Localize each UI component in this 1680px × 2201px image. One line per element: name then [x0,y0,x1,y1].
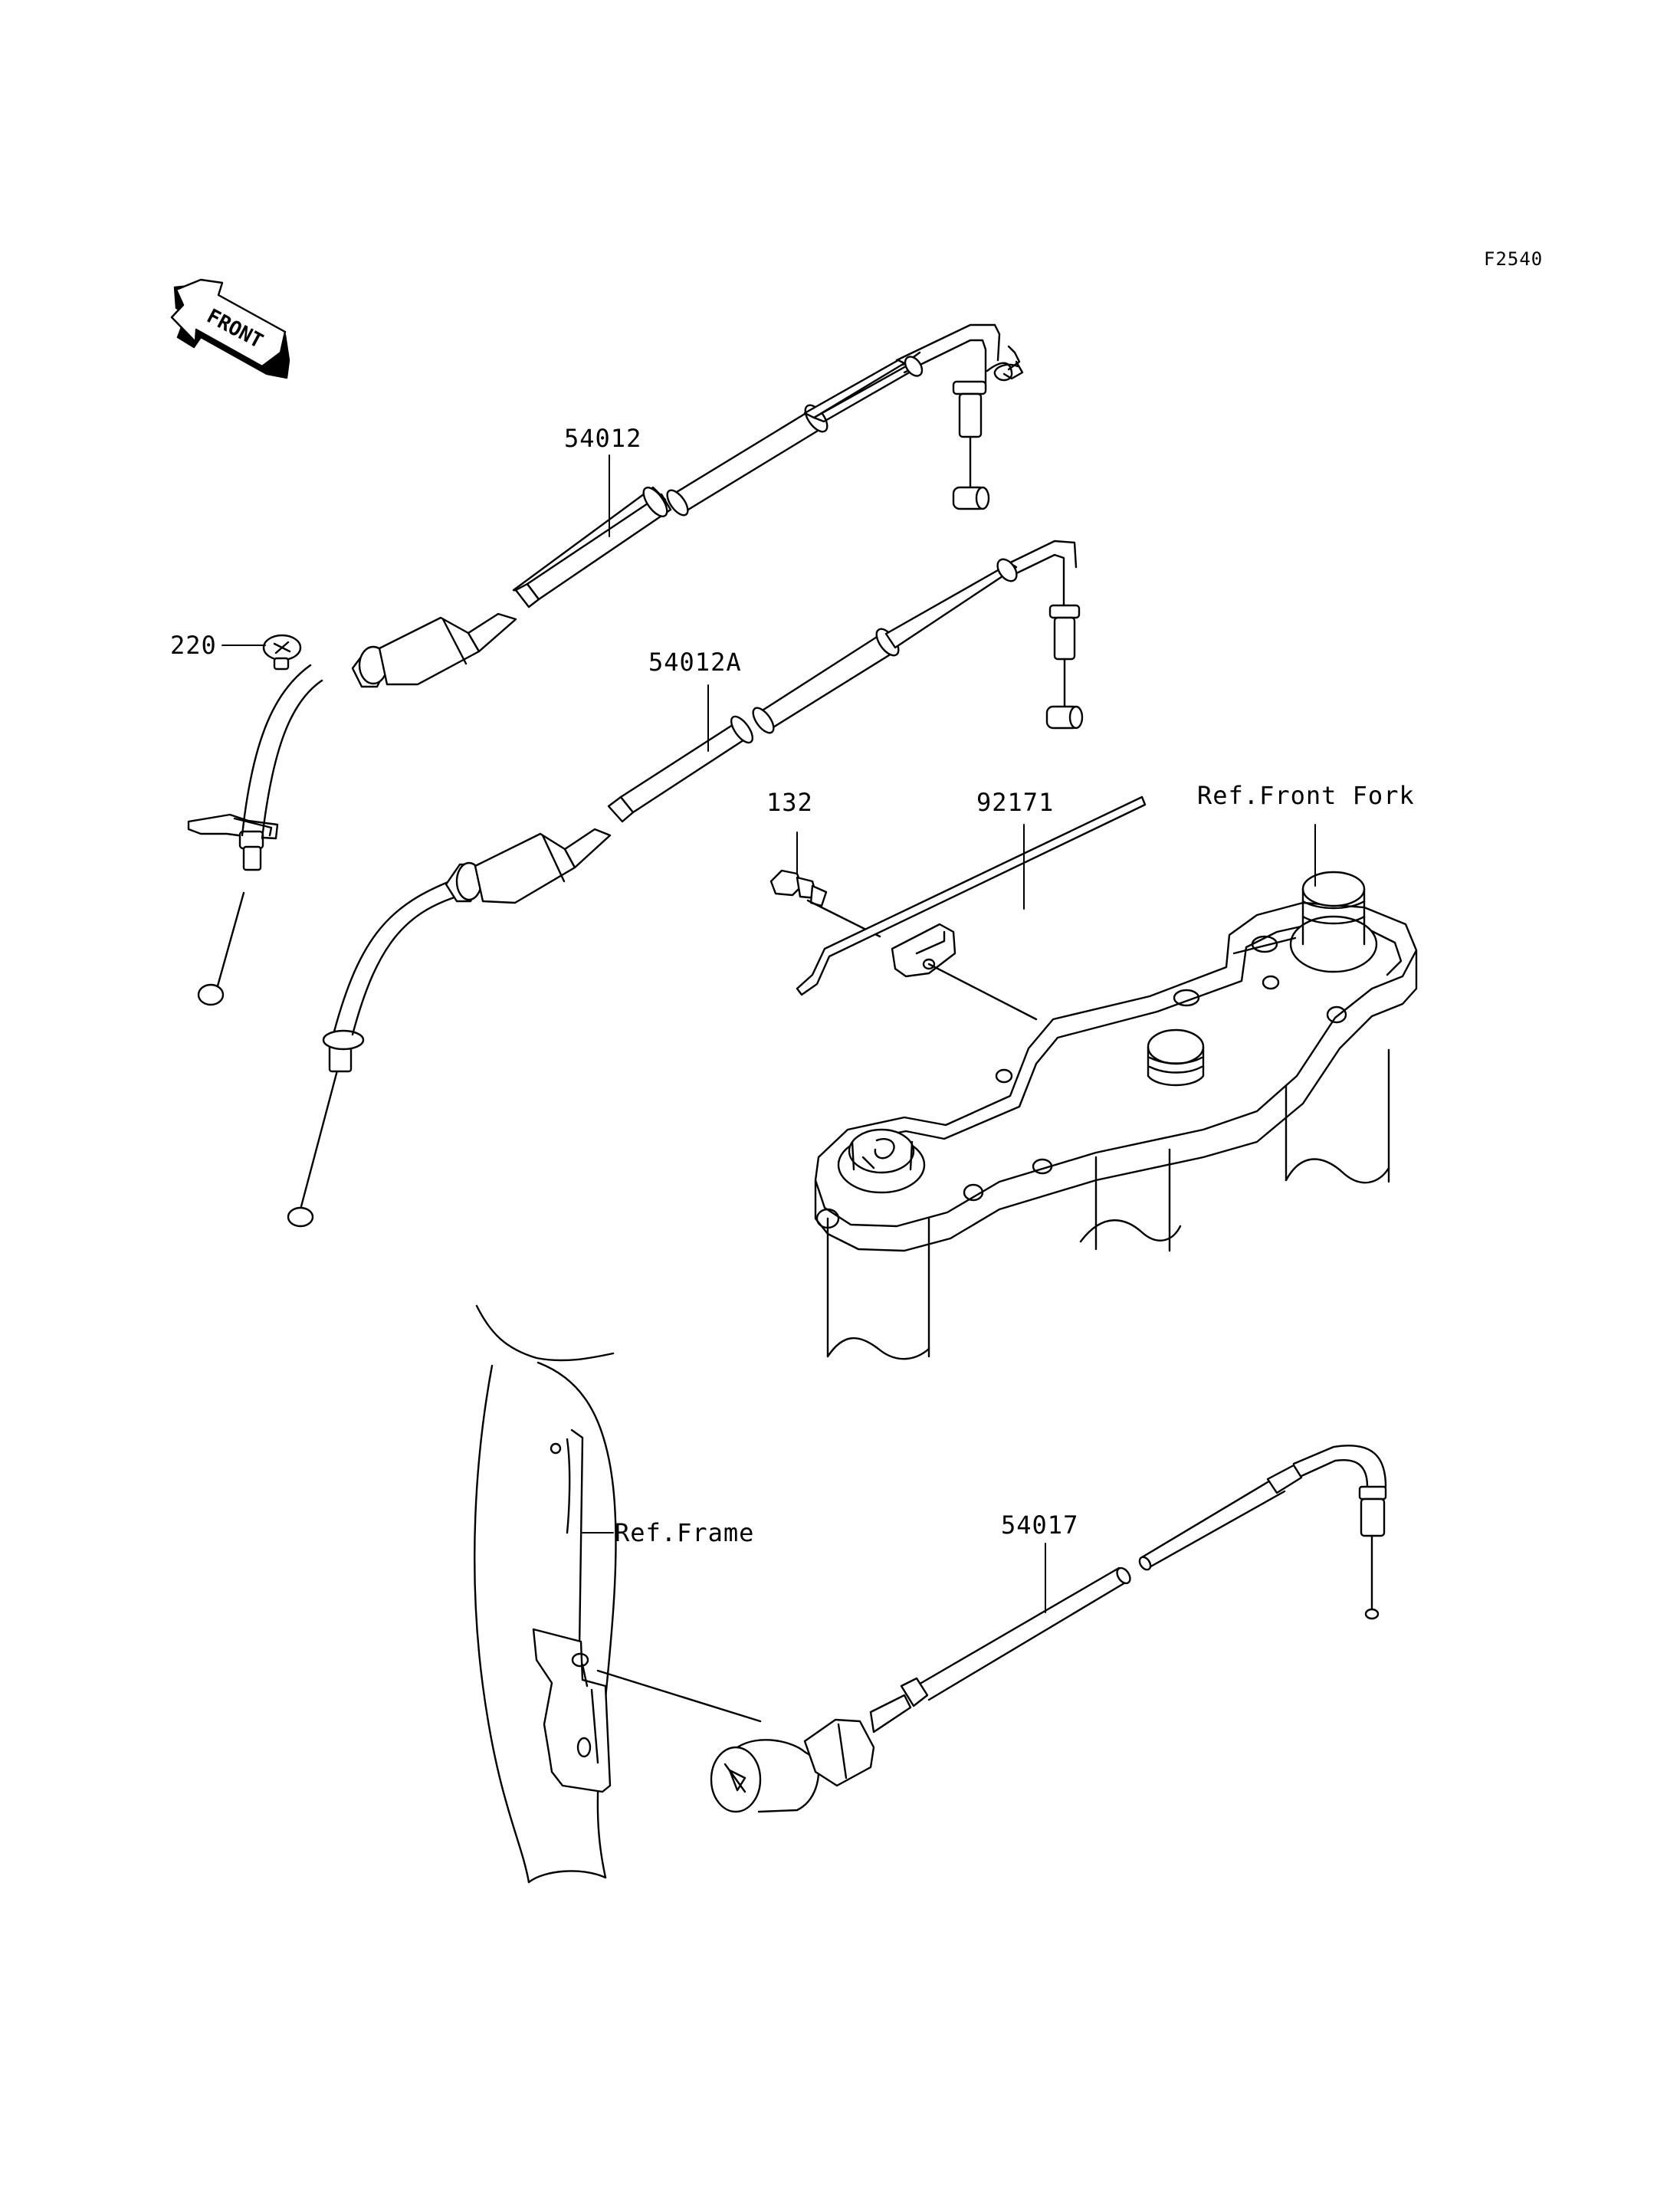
callout-54012: 54012 [564,424,642,453]
callout-54017: 54017 [1001,1511,1079,1540]
callout-220: 220 [170,631,217,660]
front-arrow-icon: FRONT [170,278,290,379]
callout-54012a: 54012A [648,648,742,677]
frame-part [474,1304,762,1884]
callout-ref-front-fork: Ref.Front Fork [1197,781,1415,810]
clamp-part [796,795,1147,1021]
front-fork-triple-clamp [814,871,1418,1360]
callout-92171: 92171 [976,788,1055,817]
figure-code: F2540 [1484,248,1544,270]
choke-cable [710,1445,1387,1813]
callout-ref-frame: Ref.Frame [615,1518,755,1547]
bolt-part [769,869,881,938]
screw-part [262,634,302,671]
leader-lines [221,454,1316,1613]
throttle-cable-open [187,323,1024,1006]
callout-132: 132 [766,788,813,817]
throttle-cable-close [287,540,1084,1228]
